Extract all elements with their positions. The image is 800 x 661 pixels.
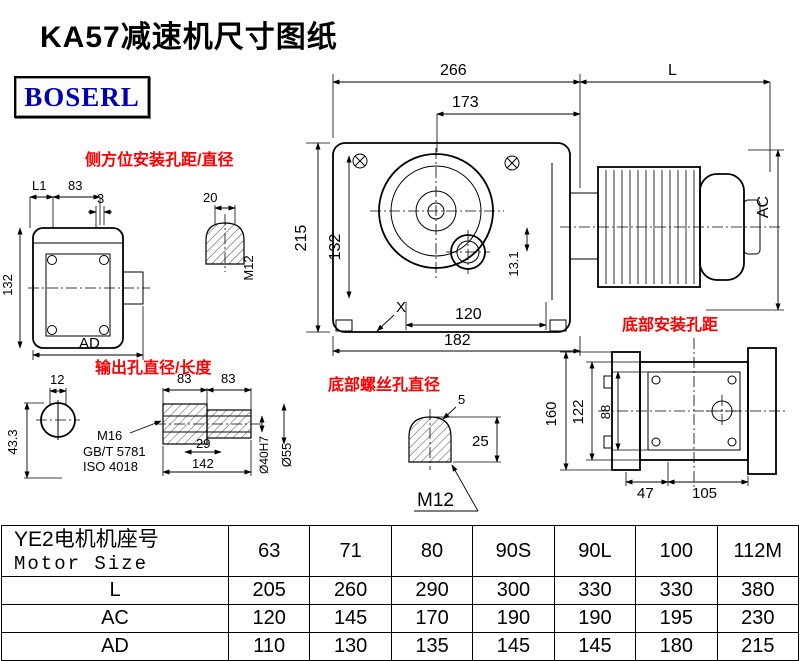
brand-logo: BOSERL bbox=[24, 81, 140, 112]
size-column-header: 90L bbox=[553, 525, 637, 577]
dim-M16: M16 bbox=[97, 428, 122, 443]
table-cell: 300 bbox=[472, 576, 555, 605]
dim-13-1: 13.1 bbox=[506, 251, 521, 276]
dim-gbt-5781: GB/T 5781 bbox=[83, 444, 146, 459]
table-cell: 205 bbox=[227, 576, 311, 605]
flange-bolt-hole-icon bbox=[504, 155, 520, 171]
table-cell: 230 bbox=[716, 604, 800, 633]
header-en: Motor Size bbox=[14, 552, 149, 575]
table-cell: 190 bbox=[553, 604, 637, 633]
flange-bolt-hole-icon bbox=[352, 153, 368, 169]
dim-20: 20 bbox=[203, 190, 217, 205]
dim-122: 122 bbox=[570, 399, 587, 424]
table-cell: 145 bbox=[472, 632, 555, 661]
table-cell: 180 bbox=[635, 632, 718, 661]
dim-d55: Ø55 bbox=[279, 443, 294, 468]
row-label: L bbox=[1, 576, 229, 605]
row-label: AC bbox=[1, 604, 229, 633]
size-column-header: 112M bbox=[716, 525, 800, 577]
table-cell: 190 bbox=[472, 604, 555, 633]
size-column-header: 100 bbox=[635, 525, 718, 577]
label-bottom-mount-holes: 底部安装孔距 bbox=[622, 315, 718, 334]
dim-L1: L1 bbox=[32, 178, 46, 193]
technical-drawing-canvas: 侧方位安装孔距/直径 输出孔直径/长度 底部螺丝孔直径 底部安装孔距 bbox=[0, 62, 786, 512]
dim-25: 25 bbox=[472, 433, 489, 450]
gearbox-front-view: X bbox=[332, 142, 571, 333]
table-cell: 130 bbox=[309, 632, 392, 661]
table-cell: 170 bbox=[390, 604, 474, 633]
label-bottom-screw-hole: 底部螺丝孔直径 bbox=[328, 375, 440, 394]
bottom-screw-detail: 5 25 M12 bbox=[408, 392, 501, 512]
dim-83-side: 83 bbox=[68, 178, 82, 193]
dim-12: 12 bbox=[50, 372, 64, 387]
dim-266: 266 bbox=[440, 62, 467, 79]
dim-L: L bbox=[668, 62, 677, 79]
table-cell: 145 bbox=[309, 604, 392, 633]
table-cell: 120 bbox=[227, 604, 311, 633]
dim-215: 215 bbox=[293, 225, 310, 252]
page-title: KA57减速机尺寸图纸 bbox=[40, 21, 338, 54]
table-cell: 145 bbox=[553, 632, 637, 661]
dim-iso-4018: ISO 4018 bbox=[83, 459, 138, 474]
dim-132-side: 132 bbox=[0, 274, 15, 296]
table-cell: 195 bbox=[635, 604, 718, 633]
dim-105: 105 bbox=[692, 485, 717, 502]
table-cell: 135 bbox=[390, 632, 474, 661]
dim-d40h7: Ø40H7 bbox=[257, 436, 271, 474]
size-column-header: 90S bbox=[472, 525, 555, 577]
header-cn: YE2电机机座号 bbox=[14, 527, 159, 551]
dim-AC: AC bbox=[755, 196, 772, 218]
table-cell: 110 bbox=[227, 632, 311, 661]
dim-M12-side: M12 bbox=[241, 255, 256, 280]
table-row-L: L 205 260 290 300 330 330 380 bbox=[1, 576, 800, 605]
dim-173: 173 bbox=[452, 94, 479, 111]
dim-182: 182 bbox=[444, 332, 471, 349]
label-side-mount-holes: 侧方位安装孔距/直径 bbox=[85, 150, 233, 169]
motor-size-table: YE2电机机座号 Motor Size 63 71 80 90S 90L 100… bbox=[1, 525, 800, 661]
label-output-hole: 输出孔直径/长度 bbox=[95, 358, 212, 377]
table-cell: 330 bbox=[553, 576, 637, 605]
table-cell: 380 bbox=[716, 576, 800, 605]
dim-29: 29 bbox=[196, 436, 210, 451]
table-cell: 215 bbox=[716, 632, 800, 661]
size-column-header: 63 bbox=[227, 525, 311, 577]
dim-160: 160 bbox=[543, 401, 560, 426]
table-row-AD: AD 110 130 135 145 145 180 215 bbox=[1, 632, 800, 661]
side-mount-hole-detail: 20 M12 bbox=[203, 190, 256, 281]
brand-logo-box: BOSERL bbox=[14, 76, 150, 118]
table-cell: 330 bbox=[635, 576, 718, 605]
dim-47: 47 bbox=[637, 485, 654, 502]
dim-83-a: 83 bbox=[177, 371, 191, 386]
dim-x-mark: X bbox=[396, 299, 406, 316]
dim-M12-bolt: M12 bbox=[417, 490, 454, 511]
main-view-dimensions: 266 L 173 215 132 13.1 120 182 AC bbox=[293, 62, 784, 356]
dim-142: 142 bbox=[192, 456, 214, 471]
bottom-mount-view: 160 122 88 47 105 bbox=[543, 338, 786, 502]
table-row-AC: AC 120 145 170 190 190 195 230 bbox=[1, 604, 800, 633]
table-header-row: YE2电机机座号 Motor Size 63 71 80 90S 90L 100… bbox=[1, 525, 800, 577]
table-header-motor-size: YE2电机机座号 Motor Size bbox=[1, 525, 229, 577]
row-label: AD bbox=[1, 632, 229, 661]
dim-120: 120 bbox=[455, 306, 482, 323]
table-cell: 260 bbox=[309, 576, 392, 605]
motor-drawing bbox=[560, 166, 780, 288]
dim-132-main: 132 bbox=[327, 234, 344, 261]
size-column-header: 71 bbox=[309, 525, 392, 577]
output-shaft-detail: 83 83 M16 GB/T 5781 ISO 4018 29 142 Ø40H… bbox=[83, 371, 294, 476]
size-column-header: 80 bbox=[390, 525, 474, 577]
dim-AD: AD bbox=[79, 335, 100, 352]
dim-5: 5 bbox=[458, 392, 465, 407]
dim-88: 88 bbox=[598, 405, 613, 419]
dim-83-b: 83 bbox=[221, 371, 235, 386]
dim-43-3: 43.3 bbox=[5, 429, 20, 454]
gearbox-side-view: L1 83 3 132 AD bbox=[0, 178, 150, 360]
table-cell: 290 bbox=[390, 576, 474, 605]
shaft-end-view: 12 43.3 bbox=[5, 372, 80, 479]
dim-3: 3 bbox=[97, 191, 104, 206]
